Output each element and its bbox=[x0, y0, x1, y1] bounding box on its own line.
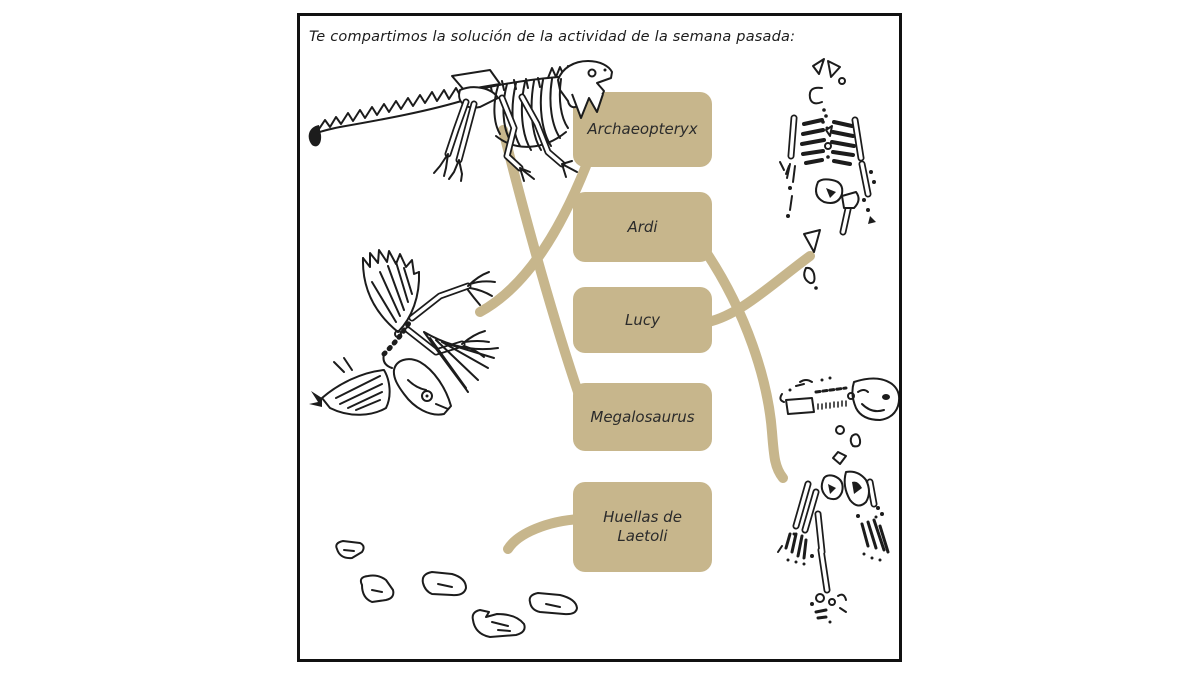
megalosaurus-skeleton-illustration bbox=[308, 60, 613, 182]
label-text: Lucy bbox=[625, 310, 660, 329]
page-title: Te compartimos la solución de la activid… bbox=[309, 29, 796, 45]
archaeopteryx-fossil-illustration bbox=[309, 249, 499, 416]
label-box-ardi: Ardi bbox=[573, 192, 712, 262]
label-box-huellas: Huellas de Laetoli bbox=[573, 482, 712, 572]
label-text: Ardi bbox=[627, 217, 658, 236]
label-text: Huellas de Laetoli bbox=[603, 508, 682, 545]
connector-archaeopteryx bbox=[475, 161, 591, 317]
label-text: Megalosaurus bbox=[590, 407, 695, 426]
connector-lucy bbox=[703, 251, 815, 327]
connector-megalosaurus bbox=[498, 125, 585, 403]
laetoli-footprints-illustration bbox=[335, 540, 578, 638]
label-box-archaeopteryx: Archaeopteryx bbox=[573, 92, 712, 167]
fragmentary-skeleton-upper-illustration bbox=[779, 58, 876, 290]
label-text: Archaeopteryx bbox=[587, 120, 698, 139]
connector-ardi bbox=[701, 247, 788, 483]
label-box-lucy: Lucy bbox=[573, 287, 712, 353]
fragmentary-skeleton-lower-illustration bbox=[777, 376, 901, 624]
connector-huellas bbox=[503, 514, 585, 554]
label-box-megalosaurus: Megalosaurus bbox=[573, 383, 712, 451]
